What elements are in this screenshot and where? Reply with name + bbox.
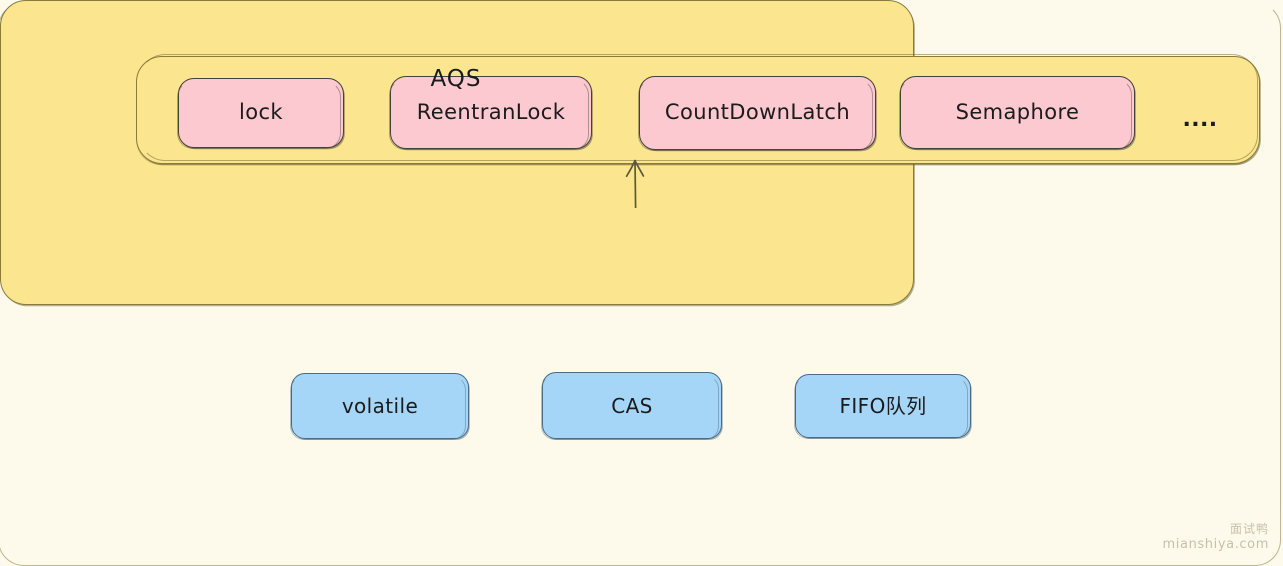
node-ellipsis-label: ....	[1182, 107, 1218, 133]
node-semaphore[interactable]: Semaphore	[898, 76, 1135, 150]
node-volatile[interactable]: volatile	[289, 373, 469, 440]
node-countdownlatch-label: CountDownLatch	[664, 100, 851, 125]
node-semaphore-label: Semaphore	[955, 99, 1080, 124]
watermark-cn-text: 面试鸭	[1229, 521, 1269, 536]
node-cas[interactable]: CAS	[540, 372, 722, 440]
aqs-title: AQS	[430, 66, 482, 92]
watermark: 面试鸭 mianshiya.com	[1163, 522, 1269, 554]
node-lock-label: lock	[239, 100, 283, 125]
node-fifo-queue[interactable]: FIFO队列	[793, 374, 971, 439]
node-reentrantlock-label: ReentranLock	[416, 99, 566, 124]
node-fifo-queue-label: FIFO队列	[839, 394, 927, 418]
node-volatile-label: volatile	[341, 394, 419, 418]
watermark-url-text: mianshiya.com	[1162, 537, 1269, 553]
node-cas-label: CAS	[611, 393, 653, 418]
node-ellipsis: ....	[1173, 96, 1227, 144]
aqs-to-synchronizers-arrow	[625, 159, 645, 208]
